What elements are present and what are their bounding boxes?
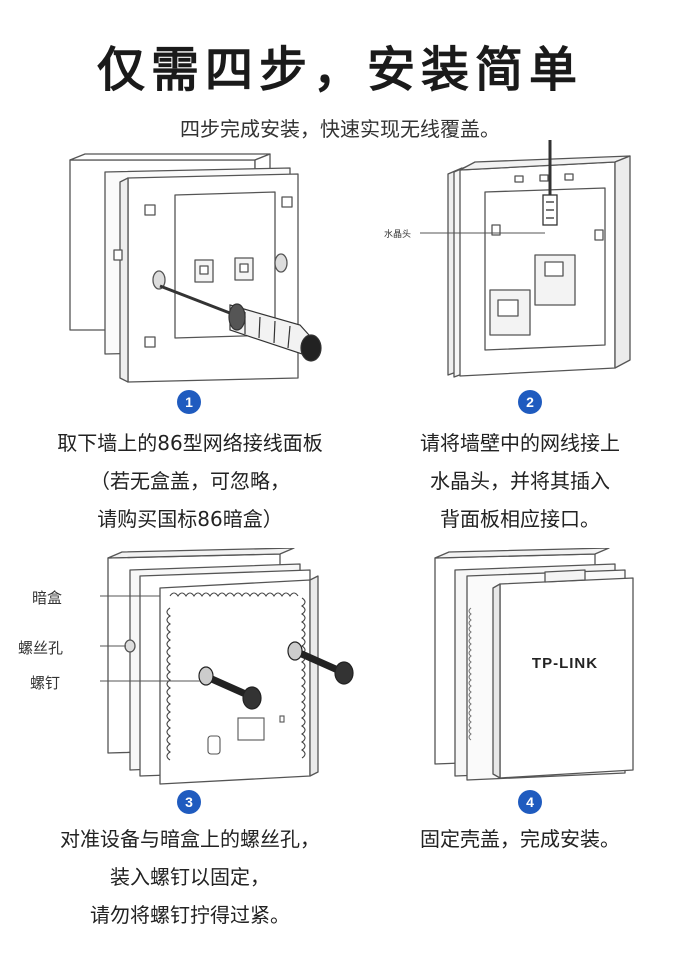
step3-line: 请勿将螺钉拧得过紧。 [90,903,290,927]
step1-badge: 1 [177,390,201,414]
callout-rj45: 水晶头 [384,230,412,240]
step4-description: 固定壳盖，完成安装。 [360,820,680,858]
callout-screw-hole: 螺丝孔 [18,639,64,657]
step3-illustration [100,548,370,788]
step2-line: 背面板相应接口。 [440,507,600,531]
callout-backbox: 暗盒 [32,589,63,607]
step1-description: 取下墙上的86型网络接线面板 （若无盒盖，可忽略， 请购买国标86暗盒） [20,424,360,538]
step2-illustration [380,140,650,380]
step2-description: 请将墙壁中的网线接上 水晶头，并将其插入 背面板相应接口。 [360,424,680,538]
page-title: 仅需四步，安装简单 [96,42,583,98]
step1-line: （若无盒盖，可忽略， [90,469,290,493]
callout-screw: 螺钉 [30,674,61,692]
brand-logo: TP-LINK [532,655,598,672]
step3-description: 对准设备与暗盒上的螺丝孔， 装入螺钉以固定， 请勿将螺钉拧得过紧。 [20,820,360,934]
step4-illustration: TP-LINK [425,548,645,788]
step2-line: 请将墙壁中的网线接上 [420,431,620,455]
step1-line: 取下墙上的86型网络接线面板 [57,431,323,455]
step1-illustration [60,150,330,385]
step3-badge: 3 [177,790,201,814]
page-subtitle: 四步完成安装，快速实现无线覆盖。 [180,117,500,141]
step4-badge: 4 [518,790,542,814]
step3-line: 对准设备与暗盒上的螺丝孔， [60,827,320,851]
step1-line: 请购买国标86暗盒） [97,507,283,531]
step2-line: 水晶头，并将其插入 [430,469,610,493]
step4-line: 固定壳盖，完成安装。 [420,827,620,851]
step3-line: 装入螺钉以固定， [110,865,270,889]
step2-badge: 2 [518,390,542,414]
